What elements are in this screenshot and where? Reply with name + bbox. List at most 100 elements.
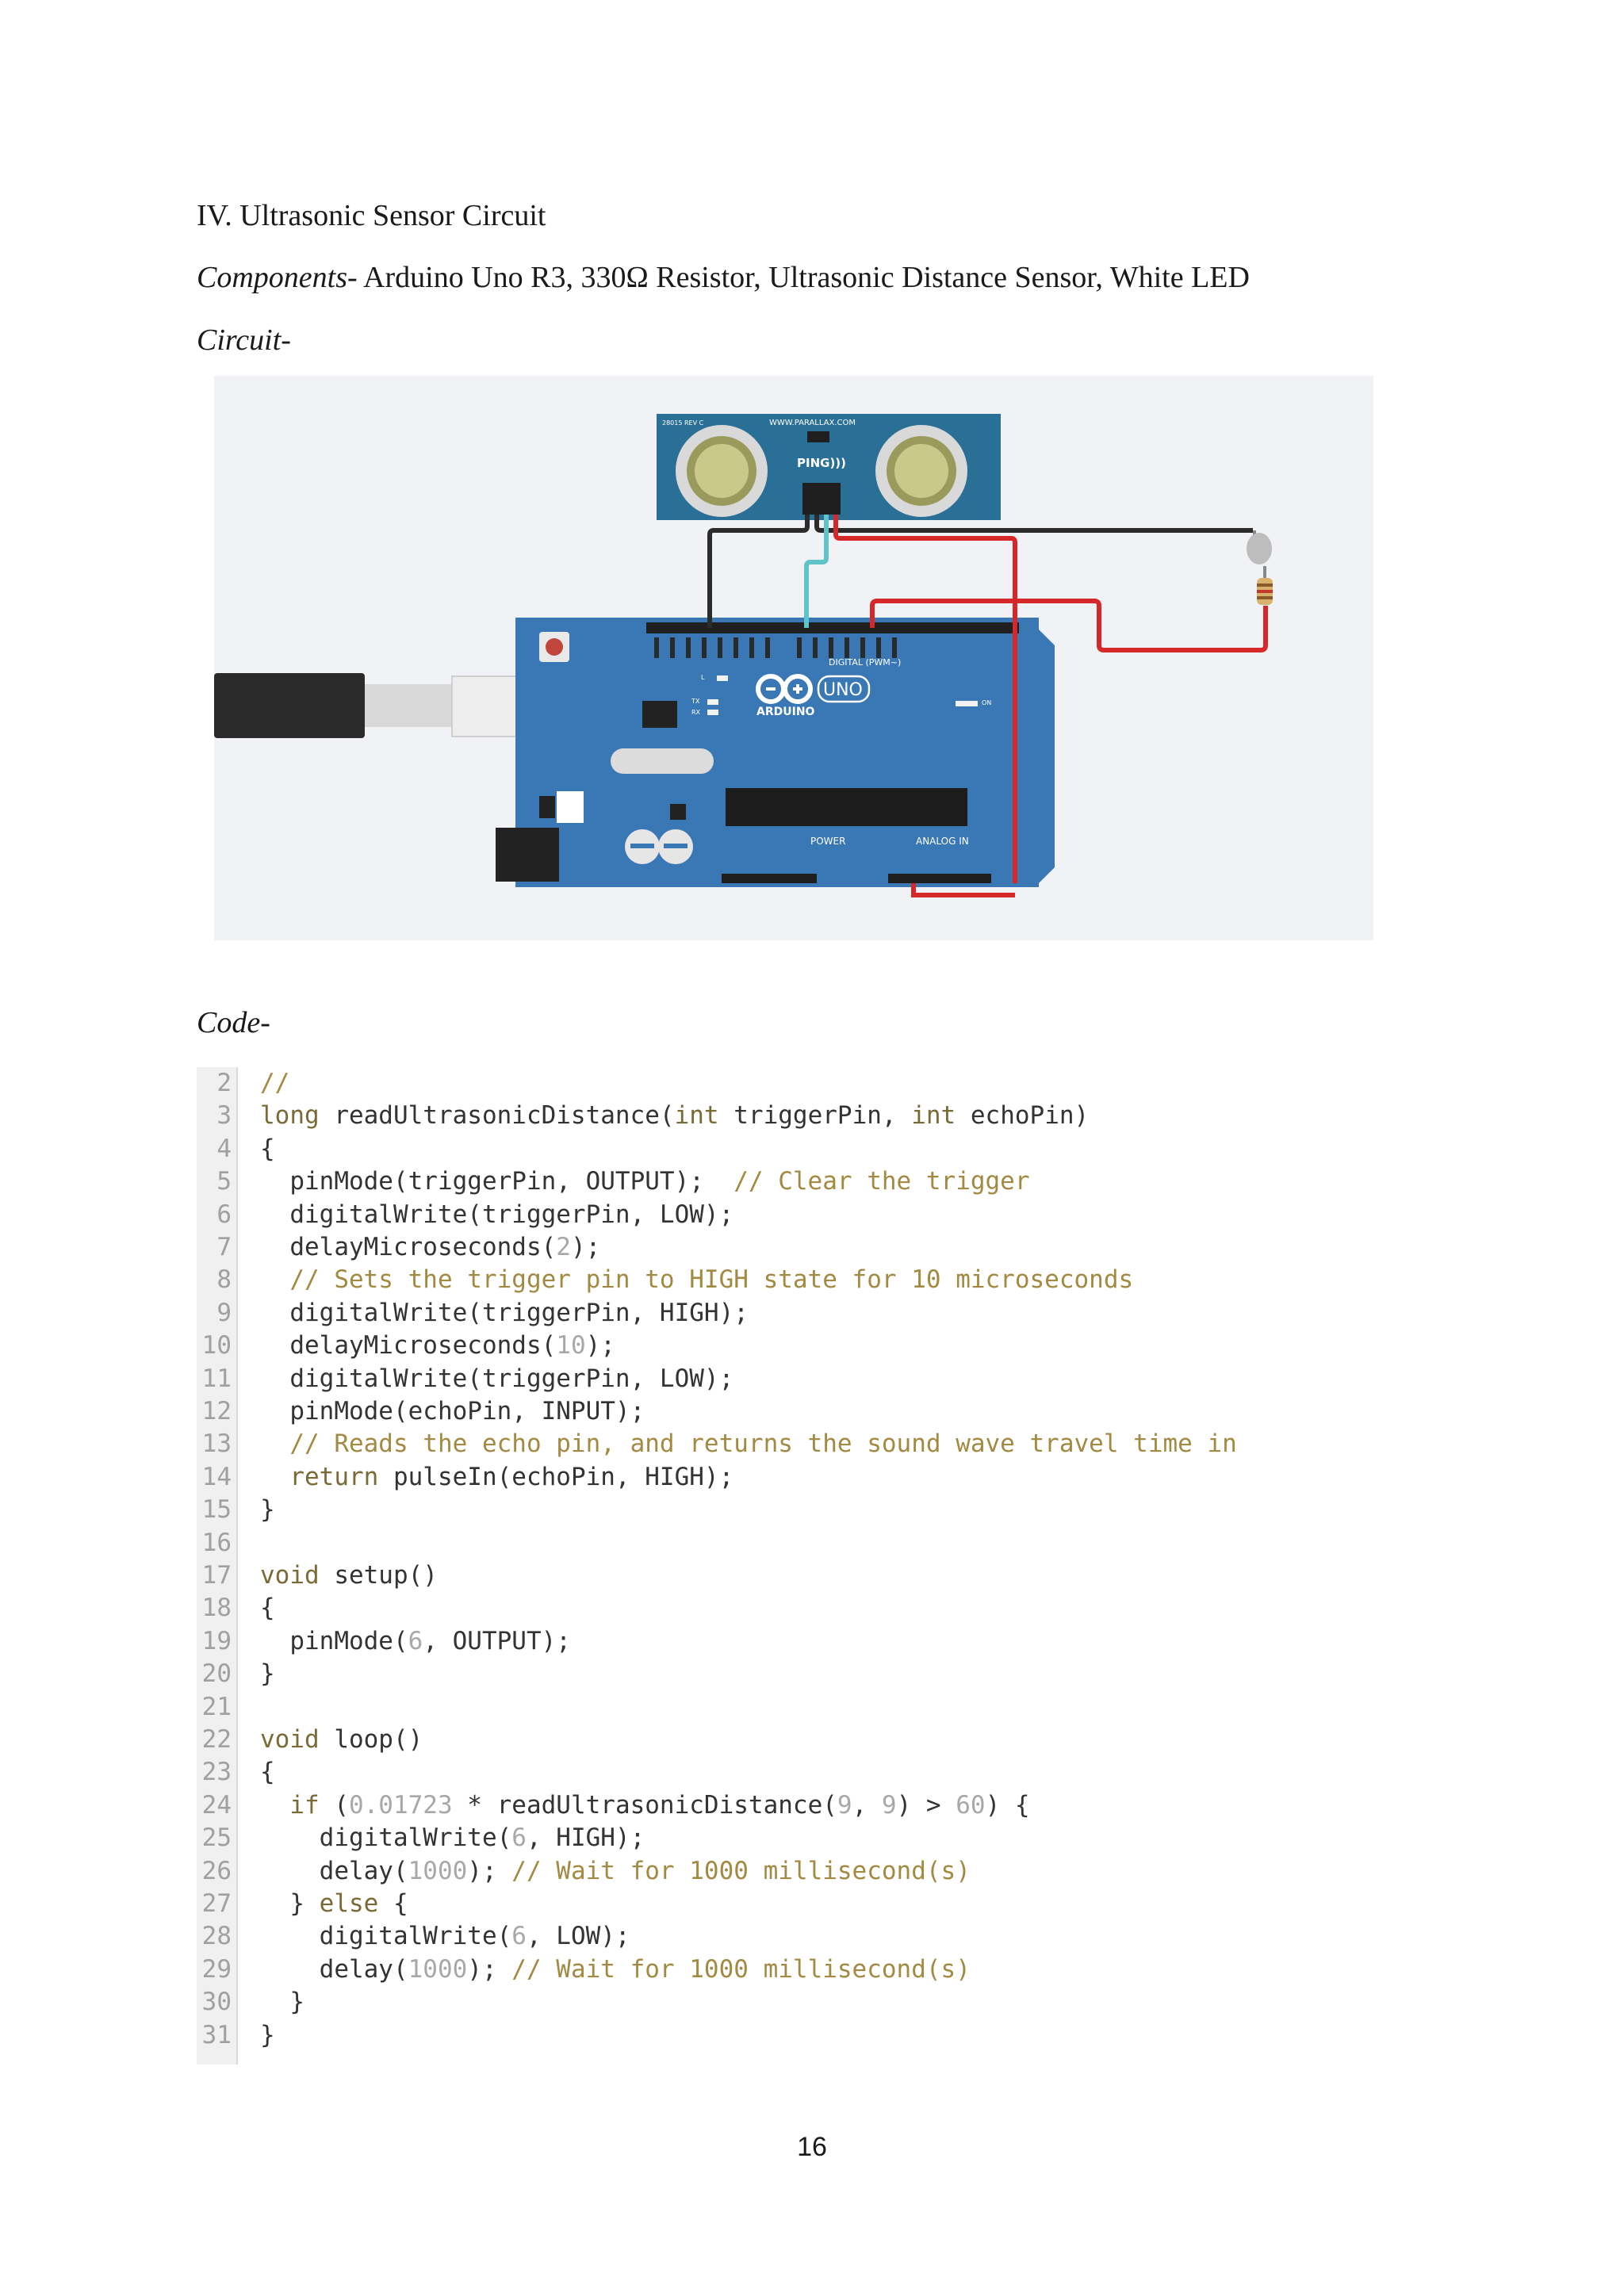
code-line: 22 void loop() <box>197 1724 1418 1756</box>
components-text: Arduino Uno R3, 330Ω Resistor, Ultrasoni… <box>357 261 1250 294</box>
code-text: delayMicroseconds(10); <box>260 1331 615 1360</box>
reset-button-cap <box>546 638 563 656</box>
code-line: 28 digitalWrite(6, LOW); <box>197 1920 1418 1953</box>
line-number: 19 <box>201 1626 232 1655</box>
led-l-label: L <box>701 674 705 681</box>
code-text: } <box>260 2020 275 2049</box>
components-label: Components- <box>197 261 358 294</box>
atmega-chip <box>726 788 967 826</box>
digital-header <box>646 622 1019 633</box>
crystal <box>611 748 714 774</box>
line-number: 6 <box>216 1200 232 1229</box>
code-line: 2// <box>197 1067 1418 1100</box>
line-number: 5 <box>216 1167 232 1196</box>
code-text: long readUltrasonicDistance(int triggerP… <box>260 1101 1090 1131</box>
code-text: return pulseIn(echoPin, HIGH); <box>289 1462 734 1491</box>
code-text: delay(1000); // Wait for 1000 millisecon… <box>260 1954 971 1984</box>
wire-led-cathode <box>814 515 1253 533</box>
code-line: 20} <box>197 1658 1418 1690</box>
code-line: 27 } else { <box>197 1888 1418 1920</box>
circuit-svg: DIGITAL (PWM~) UNO ARDUINO L TX RX ON <box>214 414 1273 897</box>
code-text: if (0.01723 * readUltrasonicDistance(9, … <box>289 1790 1030 1820</box>
code-text: digitalWrite(6, HIGH); <box>260 1823 645 1853</box>
section-title: IV. Ultrasonic Sensor Circuit <box>197 199 546 232</box>
transducer-left-icon <box>676 425 768 517</box>
white-led-icon <box>1247 530 1272 564</box>
components-line: Components- Arduino Uno R3, 330Ω Resisto… <box>197 257 1250 298</box>
code-text: } <box>260 1495 275 1525</box>
line-number: 21 <box>201 1692 232 1721</box>
code-line: 19 pinMode(6, OUTPUT); <box>197 1625 1418 1658</box>
code-text: } <box>260 1988 304 2017</box>
sensor-model: 28015 REV C <box>662 419 704 427</box>
line-number: 22 <box>201 1725 232 1754</box>
wire-led-anode <box>870 599 1268 652</box>
analog-label: ANALOG IN <box>916 836 969 847</box>
code-line: 15} <box>197 1494 1418 1526</box>
code-text: } <box>260 1659 275 1689</box>
code-line: 30 } <box>197 1986 1418 2019</box>
analog-header <box>888 874 991 883</box>
resistor-icon <box>1257 566 1273 605</box>
sensor-maker: WWW.PARALLAX.COM <box>769 419 856 427</box>
line-number: 8 <box>216 1265 232 1295</box>
wire-5v <box>833 515 1017 883</box>
line-number: 27 <box>201 1889 232 1918</box>
code-line: 16 <box>197 1527 1418 1559</box>
line-number: 29 <box>201 1954 232 1984</box>
usb-cable <box>214 673 365 738</box>
line-number: 11 <box>201 1364 232 1393</box>
code-line: 8 // Sets the trigger pin to HIGH state … <box>197 1264 1418 1296</box>
line-number: 31 <box>201 2020 232 2049</box>
line-number: 4 <box>216 1134 232 1163</box>
line-number: 28 <box>201 1922 232 1951</box>
board-model: UNO <box>823 680 863 700</box>
code-line: 25 digitalWrite(6, HIGH); <box>197 1822 1418 1854</box>
code-line: 5 pinMode(triggerPin, OUTPUT); // Clear … <box>197 1165 1418 1198</box>
code-line: 12 pinMode(echoPin, INPUT); <box>197 1395 1418 1428</box>
code-text: digitalWrite(triggerPin, LOW); <box>260 1364 734 1393</box>
code-line: 29 delay(1000); // Wait for 1000 millise… <box>197 1954 1418 1986</box>
code-text: digitalWrite(triggerPin, HIGH); <box>260 1298 749 1327</box>
code-text: // <box>260 1069 290 1097</box>
power-label: POWER <box>810 836 845 847</box>
page-number: 16 <box>797 2132 827 2162</box>
line-number: 25 <box>201 1823 232 1853</box>
line-number: 7 <box>216 1233 232 1261</box>
code-line: 18{ <box>197 1592 1418 1624</box>
line-number: 12 <box>201 1397 232 1425</box>
sensor-pins <box>802 483 841 515</box>
code-line: 9 digitalWrite(triggerPin, HIGH); <box>197 1297 1418 1330</box>
line-number: 14 <box>201 1462 232 1491</box>
circuit-label: Circuit- <box>197 323 291 357</box>
led-tx-label: TX <box>691 698 700 705</box>
code-text: { <box>260 1758 275 1787</box>
wire-gnd <box>707 515 810 628</box>
code-line: 6 digitalWrite(triggerPin, LOW); <box>197 1199 1418 1231</box>
code-text: pinMode(triggerPin, OUTPUT); // Clear th… <box>260 1167 1030 1196</box>
code-label: Code- <box>197 1006 270 1039</box>
transducer-right-icon <box>875 425 967 517</box>
board-brand: ARDUINO <box>756 706 815 718</box>
circuit-diagram: DIGITAL (PWM~) UNO ARDUINO L TX RX ON <box>214 376 1373 940</box>
code-line: 13 // Reads the echo pin, and returns th… <box>197 1428 1418 1460</box>
code-text: delay(1000); // Wait for 1000 millisecon… <box>260 1856 971 1885</box>
line-number: 13 <box>201 1429 232 1459</box>
code-line: 21 <box>197 1691 1418 1724</box>
code-line: 4{ <box>197 1133 1418 1165</box>
wire-signal <box>804 515 829 628</box>
usb-chip <box>642 701 677 728</box>
line-number: 24 <box>201 1790 232 1820</box>
code-text: void setup() <box>260 1561 438 1590</box>
line-number: 10 <box>201 1331 232 1360</box>
code-text: void loop() <box>260 1725 423 1754</box>
line-number: 18 <box>201 1594 232 1623</box>
code-text: pinMode(echoPin, INPUT); <box>260 1397 645 1425</box>
code-line: 14 return pulseIn(echoPin, HIGH); <box>197 1461 1418 1494</box>
code-line: 23{ <box>197 1756 1418 1789</box>
code-text: // Sets the trigger pin to HIGH state fo… <box>289 1265 1134 1295</box>
code-line: 24 if (0.01723 * readUltrasonicDistance(… <box>197 1789 1418 1822</box>
led-rx-label: RX <box>691 709 701 716</box>
